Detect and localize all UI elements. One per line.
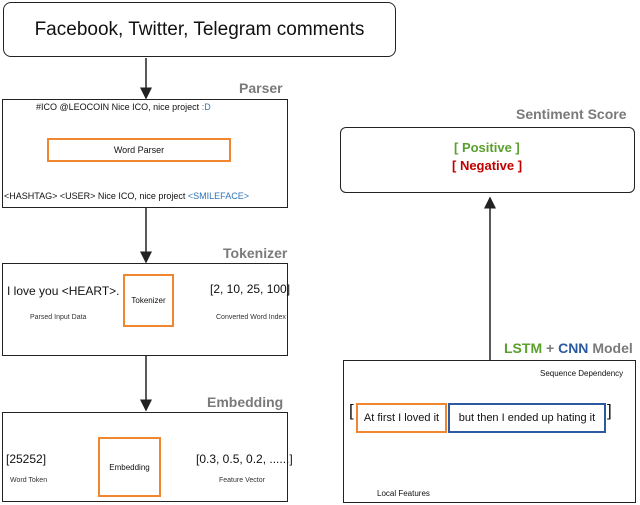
sequence-text: but then I ended up hating it — [458, 412, 596, 424]
parser-output-line: <HASHTAG> <USER> Nice ICO, nice project … — [4, 191, 249, 201]
tokenizer-output-caption: Converted Word Index — [216, 314, 286, 321]
embedding-input-caption: Word Token — [10, 477, 48, 484]
embedding-inner-box: Embedding — [98, 437, 161, 497]
model-bracket-close: ] — [607, 401, 612, 420]
embedding-box-label: Embedding — [109, 462, 150, 472]
tokenizer-input-caption: Parsed Input Data — [30, 314, 87, 321]
parser-input-emoji: :D — [201, 102, 211, 112]
embedding-input-text: [25252] — [6, 452, 47, 466]
model-title-model: Model — [592, 340, 633, 356]
local-features-label: Local Features — [377, 489, 430, 498]
model-bracket-open: [ — [349, 401, 354, 420]
tokenizer-box-label: Tokenizer — [131, 296, 166, 305]
embedding-output-caption: Feature Vector — [219, 477, 265, 484]
parser-output-tag: <SMILEFACE> — [187, 191, 249, 201]
sequence-dependency-label: Sequence Dependency — [540, 369, 624, 378]
sequence-box: but then I ended up hating it — [448, 403, 606, 433]
embedding-stage-title: Embedding — [207, 394, 284, 410]
embedding-output-text: [0.3, 0.5, 0.2, ......] — [196, 452, 293, 466]
model-title-cnn: CNN — [558, 340, 589, 356]
source-box: Facebook, Twitter, Telegram comments — [3, 2, 396, 57]
source-title: Facebook, Twitter, Telegram comments — [34, 18, 365, 40]
model-title-lstm: LSTM — [504, 340, 543, 356]
sentiment-positive: [ Positive ] — [454, 140, 520, 155]
parser-input-line: #ICO @LEOCOIN Nice ICO, nice project :D — [36, 102, 211, 112]
sentiment-box — [340, 127, 635, 193]
tokenizer-stage-title: Tokenizer — [223, 245, 288, 261]
local-feature-box: At first I loved it — [356, 403, 447, 433]
model-title: LSTM + CNN Model — [504, 340, 633, 356]
word-parser-label: Word Parser — [113, 145, 165, 155]
sentiment-negative: [ Negative ] — [452, 158, 523, 173]
parser-stage-title: Parser — [239, 80, 283, 96]
tokenizer-inner-box: Tokenizer — [123, 274, 174, 327]
parser-output-text: <HASHTAG> <USER> Nice ICO, nice project — [4, 191, 186, 201]
tokenizer-output-text: [2, 10, 25, 100] — [210, 282, 291, 296]
sentiment-stage-title: Sentiment Score — [516, 106, 627, 122]
model-title-plus: + — [546, 340, 555, 356]
tokenizer-input-text: I love you <HEART>. — [7, 284, 120, 298]
word-parser-box: Word Parser — [47, 138, 231, 162]
parser-input-text: #ICO @LEOCOIN Nice ICO, nice project — [36, 102, 200, 112]
local-feature-text: At first I loved it — [363, 412, 440, 424]
